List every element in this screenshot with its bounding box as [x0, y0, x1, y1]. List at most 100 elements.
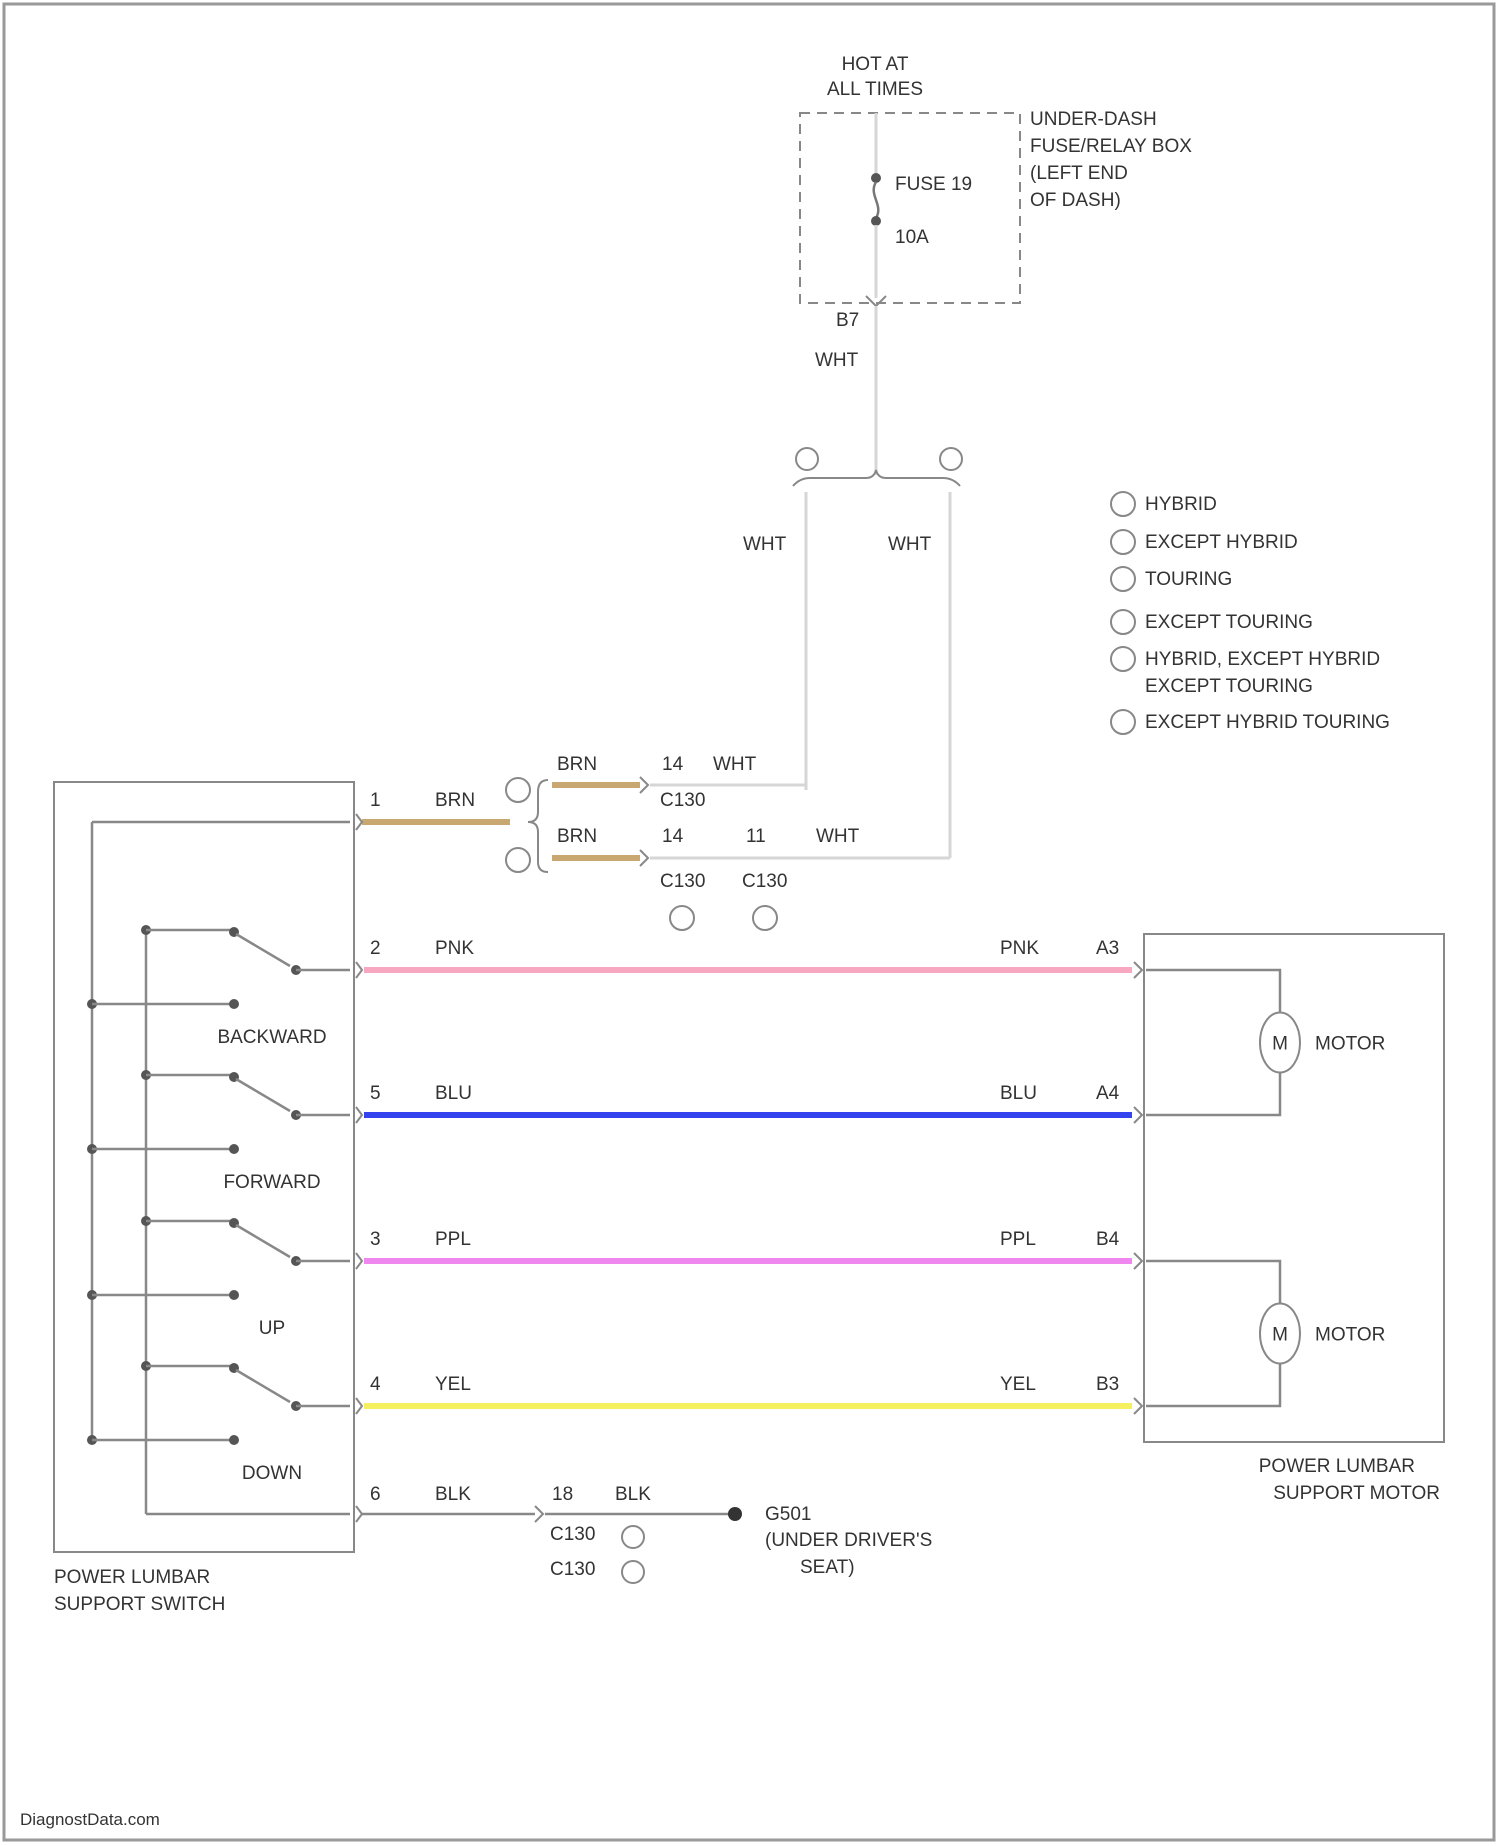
- wire-2-color-right: PPL: [1000, 1229, 1036, 1250]
- motors: M MOTOR M MOTOR: [1146, 970, 1385, 1406]
- wire-0-pin-right: A3: [1096, 938, 1119, 959]
- pin-14-lower: 14: [662, 826, 684, 847]
- switch-return-dot: [229, 999, 239, 1009]
- ground-point-icon: [728, 1507, 742, 1521]
- pin-1-label: 1: [370, 790, 381, 811]
- wire-0-color-right: PNK: [1000, 938, 1039, 959]
- switch-position-down: DOWN: [242, 1463, 302, 1484]
- legend-symbol-2: [1111, 530, 1135, 554]
- ground-label-2: (UNDER DRIVER'S: [765, 1530, 932, 1551]
- brn-label-lower: BRN: [557, 826, 597, 847]
- fuse-icon: [874, 182, 879, 218]
- option-symbol-ground-2: [622, 1561, 644, 1583]
- c130-upper: C130: [660, 790, 705, 811]
- footer-watermark: DiagnostData.com: [20, 1810, 160, 1829]
- switch-label-1: POWER LUMBAR: [54, 1567, 210, 1588]
- brn-label-main: BRN: [435, 790, 475, 811]
- hot-label-2: ALL TIMES: [827, 79, 923, 100]
- blk-label-right: BLK: [615, 1484, 651, 1505]
- legend-item-4: EXCEPT TOURING: [1145, 612, 1313, 633]
- brn-label-upper: BRN: [557, 754, 597, 775]
- option-symbol-c130-1: [670, 906, 694, 930]
- pin-6-label: 6: [370, 1484, 381, 1505]
- switch-outline: [54, 782, 354, 1552]
- legend-item-6: EXCEPT HYBRID TOURING: [1145, 712, 1390, 733]
- legend-symbol-1: [1111, 492, 1135, 516]
- wire-0-color-left: PNK: [435, 938, 474, 959]
- switch-position-forward: FORWARD: [223, 1172, 320, 1193]
- pin-11: 11: [746, 826, 766, 847]
- fuse-box-label-2: FUSE/RELAY BOX: [1030, 136, 1192, 157]
- legend-item-5-line2: EXCEPT TOURING: [1145, 676, 1313, 697]
- wire-2-pin-right: B4: [1096, 1229, 1120, 1250]
- branch-bracket: [793, 470, 960, 486]
- fuse-terminal-bottom: [871, 216, 881, 226]
- legend-symbol-3: [1111, 567, 1135, 591]
- motor-label-1: MOTOR: [1315, 1034, 1385, 1055]
- legend-symbol-6: [1111, 710, 1135, 734]
- wire-3-pin-right: B3: [1096, 1374, 1119, 1395]
- fuse-rating: 10A: [895, 227, 929, 248]
- c130-lower-1: C130: [660, 871, 705, 892]
- option-symbol-1: [796, 448, 818, 470]
- legend-item-2: EXCEPT HYBRID: [1145, 532, 1298, 553]
- wire-3-pin-left: 4: [370, 1374, 381, 1395]
- pin-18-label: 18: [552, 1484, 573, 1505]
- option-symbol-ground-1: [622, 1526, 644, 1548]
- motor-label-2: MOTOR: [1315, 1325, 1385, 1346]
- fuse-relay-box: HOT AT ALL TIMES UNDER-DASH FUSE/RELAY B…: [800, 54, 1192, 475]
- legend-symbol-5: [1111, 647, 1135, 671]
- wht-label-right: WHT: [888, 534, 932, 555]
- motor-symbol: M: [1272, 1325, 1288, 1346]
- legend: HYBRID EXCEPT HYBRID TOURING EXCEPT TOURING…: [1111, 492, 1390, 734]
- wire-0-pin-left: 2: [370, 938, 381, 959]
- motor-symbol: M: [1272, 1034, 1288, 1055]
- switch-position-backward: BACKWARD: [217, 1027, 326, 1048]
- power-lumbar-support-switch: BACKWARD FORWARD UP DOWN POWER LUMBAR SUPPO…: [54, 782, 354, 1615]
- wht-label-top: WHT: [815, 350, 859, 371]
- wht-label-left: WHT: [743, 534, 787, 555]
- option-symbol-lower: [506, 848, 530, 872]
- c130-ground-2: C130: [550, 1559, 595, 1580]
- hot-label-1: HOT AT: [842, 54, 909, 75]
- motor-outline: [1144, 934, 1444, 1442]
- fuse-box-label-3: (LEFT END: [1030, 163, 1128, 184]
- option-symbol-2: [940, 448, 962, 470]
- pin-b7: B7: [836, 310, 859, 331]
- switch-position-up: UP: [259, 1318, 285, 1339]
- ground-circuit: 6 BLK 18 BLK G501 (UNDER DRIVER'S SEAT) …: [356, 1484, 932, 1583]
- wire-1-pin-right: A4: [1096, 1083, 1120, 1104]
- ground-label-1: G501: [765, 1504, 811, 1525]
- legend-item-3: TOURING: [1145, 569, 1232, 590]
- wire-1-pin-left: 5: [370, 1083, 381, 1104]
- wire-1-color-right: BLU: [1000, 1083, 1037, 1104]
- legend-symbol-4: [1111, 610, 1135, 634]
- legend-item-1: HYBRID: [1145, 494, 1217, 515]
- switch-label-2: SUPPORT SWITCH: [54, 1594, 225, 1615]
- ground-label-3: SEAT): [800, 1557, 855, 1578]
- wht-label-lower: WHT: [816, 826, 860, 847]
- option-symbol-c130-2: [753, 906, 777, 930]
- c130-ground-1: C130: [550, 1524, 595, 1545]
- pin-14-upper: 14: [662, 754, 684, 775]
- option-symbol-upper: [506, 778, 530, 802]
- fuse-terminal-top: [871, 173, 881, 183]
- switch-return-dot: [229, 1144, 239, 1154]
- wire-3-color-left: YEL: [435, 1374, 471, 1395]
- legend-item-5: HYBRID, EXCEPT HYBRID: [1145, 649, 1380, 670]
- switch-return-dot: [229, 1290, 239, 1300]
- brn-split-bracket: [528, 780, 548, 872]
- fuse-box-label-1: UNDER-DASH: [1030, 109, 1157, 130]
- fuse-label: FUSE 19: [895, 174, 972, 195]
- motor-label-2: SUPPORT MOTOR: [1273, 1483, 1440, 1504]
- fuse-box-label-4: OF DASH): [1030, 190, 1121, 211]
- switch-contacts: BACKWARD FORWARD UP DOWN: [87, 925, 350, 1484]
- wire-3-color-right: YEL: [1000, 1374, 1036, 1395]
- switch-return-dot: [229, 1435, 239, 1445]
- fuse-box-outline: [800, 113, 1020, 303]
- page-frame: [4, 4, 1494, 1840]
- c130-lower-2: C130: [742, 871, 787, 892]
